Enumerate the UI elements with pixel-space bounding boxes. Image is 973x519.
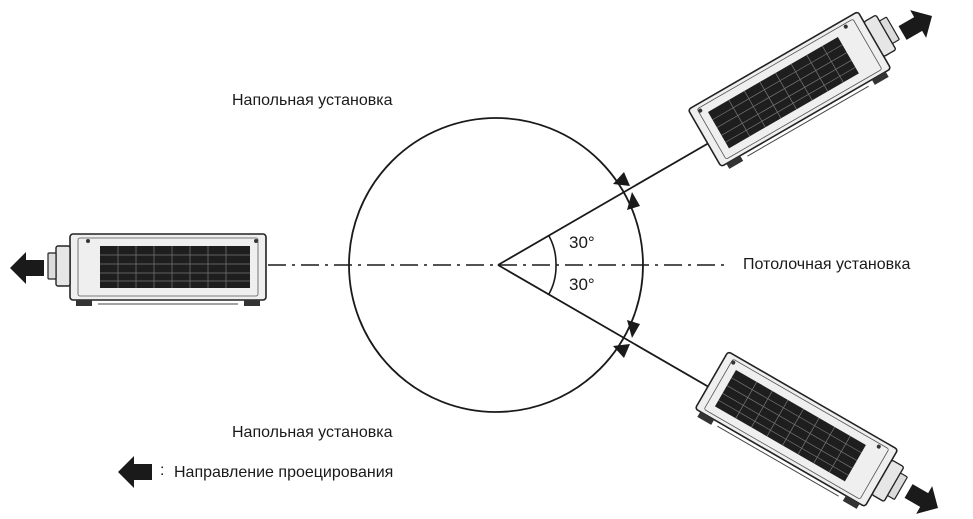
legend-direction-arrow: [118, 456, 152, 488]
ceiling-installation-label: Потолочная установка: [743, 256, 911, 273]
legend-label: Направление проецирования: [174, 464, 394, 481]
projection-direction-arrow-left: [10, 252, 44, 284]
projector-tilted-up: [687, 0, 914, 173]
upper-angle-ray: [497, 139, 715, 266]
arc-arrowhead-lower-1: [613, 344, 630, 358]
upper-angle-arc: [548, 235, 557, 266]
projector-tilted-down: [691, 350, 918, 519]
projector-floor-left: [47, 233, 267, 307]
lower-angle-arc: [548, 264, 557, 295]
arc-arrowhead-lower-2: [627, 320, 640, 338]
floor-installation-label-top: Напольная установка: [232, 92, 393, 109]
angle-label-upper: 30°: [569, 233, 595, 252]
angle-label-lower: 30°: [569, 275, 595, 294]
arc-arrowhead-upper-2: [627, 192, 640, 210]
legend-separator: :: [160, 462, 165, 479]
floor-installation-label-bottom: Напольная установка: [232, 424, 393, 441]
projection-direction-arrow-down: [900, 477, 946, 519]
projection-direction-arrow-up: [894, 2, 940, 47]
arc-arrowhead-upper-1: [613, 172, 630, 186]
lower-angle-ray: [497, 264, 715, 391]
